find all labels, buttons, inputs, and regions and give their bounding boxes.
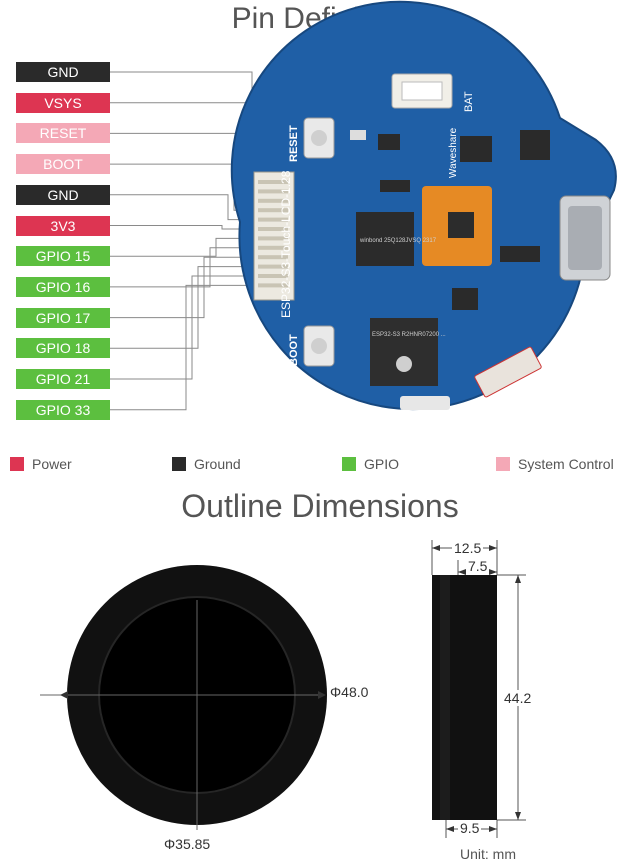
fpc-pin: [258, 255, 288, 260]
pin-label: GPIO 33: [16, 399, 110, 420]
flash-chip-label: winbond 25Q128JVSQ 2317: [359, 238, 437, 244]
height-label: 44.2: [502, 690, 534, 706]
pin-wire: [110, 225, 256, 230]
front-view: [40, 565, 327, 830]
flash-chip: [356, 212, 414, 266]
silk-model: ESP32-S3-Touch-LCD-1.28: [279, 170, 293, 318]
legend-swatch: [172, 457, 186, 471]
pin-label: GPIO 15: [16, 246, 110, 267]
pin-label: VSYS: [16, 92, 110, 113]
fpc-pin: [258, 180, 288, 184]
legend-swatch: [10, 457, 24, 471]
pin-wire: [110, 284, 256, 411]
legend-label: Ground: [194, 456, 241, 472]
legend-label: Power: [32, 456, 72, 472]
legend-label: System Control: [518, 456, 614, 472]
pin-wire: [110, 247, 256, 288]
legend-item-power: Power: [10, 455, 72, 473]
pin-label: BOOT: [16, 154, 110, 175]
pin-wires: [110, 71, 256, 411]
pin-label: GPIO 21: [16, 369, 110, 389]
depth-bottom-label: 9.5: [458, 820, 482, 836]
fpc-pin: [258, 198, 288, 203]
outline-dimensions-title: Outline Dimensions: [181, 488, 459, 524]
pin-label: GPIO 17: [16, 307, 110, 328]
pin-label: RESET: [16, 123, 110, 144]
side-view: [431, 540, 526, 838]
fpc-pins: [258, 180, 288, 288]
fpc-pin: [258, 189, 288, 194]
mcu-chip-label: ESP32-S3 R2HNR07200 ...: [372, 332, 446, 338]
fpc-pin: [258, 227, 288, 231]
fpc-pin: [258, 264, 288, 269]
pin-wire: [110, 266, 256, 349]
silk-reset: RESET: [288, 125, 300, 162]
fpc-pin: [258, 245, 288, 250]
pin-label: 3V3: [16, 215, 110, 236]
pcb-board: ESP32-S3-Touch-LCD-1.28 Waveshare RESET …: [230, 0, 617, 411]
depth-top-label: 7.5: [466, 558, 490, 574]
legend-item-ground: Ground: [172, 455, 241, 473]
inner-diameter-label: Φ35.85: [164, 836, 211, 852]
legend-swatch: [496, 457, 510, 471]
depth-total-label: 12.5: [452, 540, 484, 556]
outer-diameter-label: Φ48.0: [330, 684, 369, 700]
fpc-pin: [258, 274, 288, 278]
legend-label: GPIO: [364, 456, 400, 472]
silk-bat: BAT: [463, 91, 475, 112]
pin-label: GPIO 18: [16, 338, 110, 359]
fpc-pin: [258, 217, 288, 222]
mcu-chip: [370, 318, 438, 386]
fpc-pin: [258, 236, 288, 241]
pin-label: GND: [16, 62, 110, 82]
fpc-pin: [258, 283, 288, 288]
pin-wire: [110, 275, 256, 380]
fpc-pin: [258, 208, 288, 213]
pin-label: GND: [16, 184, 110, 205]
legend-item-system: System Control: [496, 455, 614, 473]
silk-brand: Waveshare: [448, 127, 459, 178]
legend-item-gpio: GPIO: [342, 455, 399, 473]
legend-swatch: [342, 457, 356, 471]
pin-wire: [110, 256, 256, 319]
unit-label: Unit: mm: [460, 846, 516, 862]
pin-label: GPIO 16: [16, 276, 110, 297]
silk-boot: BOOT: [288, 334, 300, 366]
